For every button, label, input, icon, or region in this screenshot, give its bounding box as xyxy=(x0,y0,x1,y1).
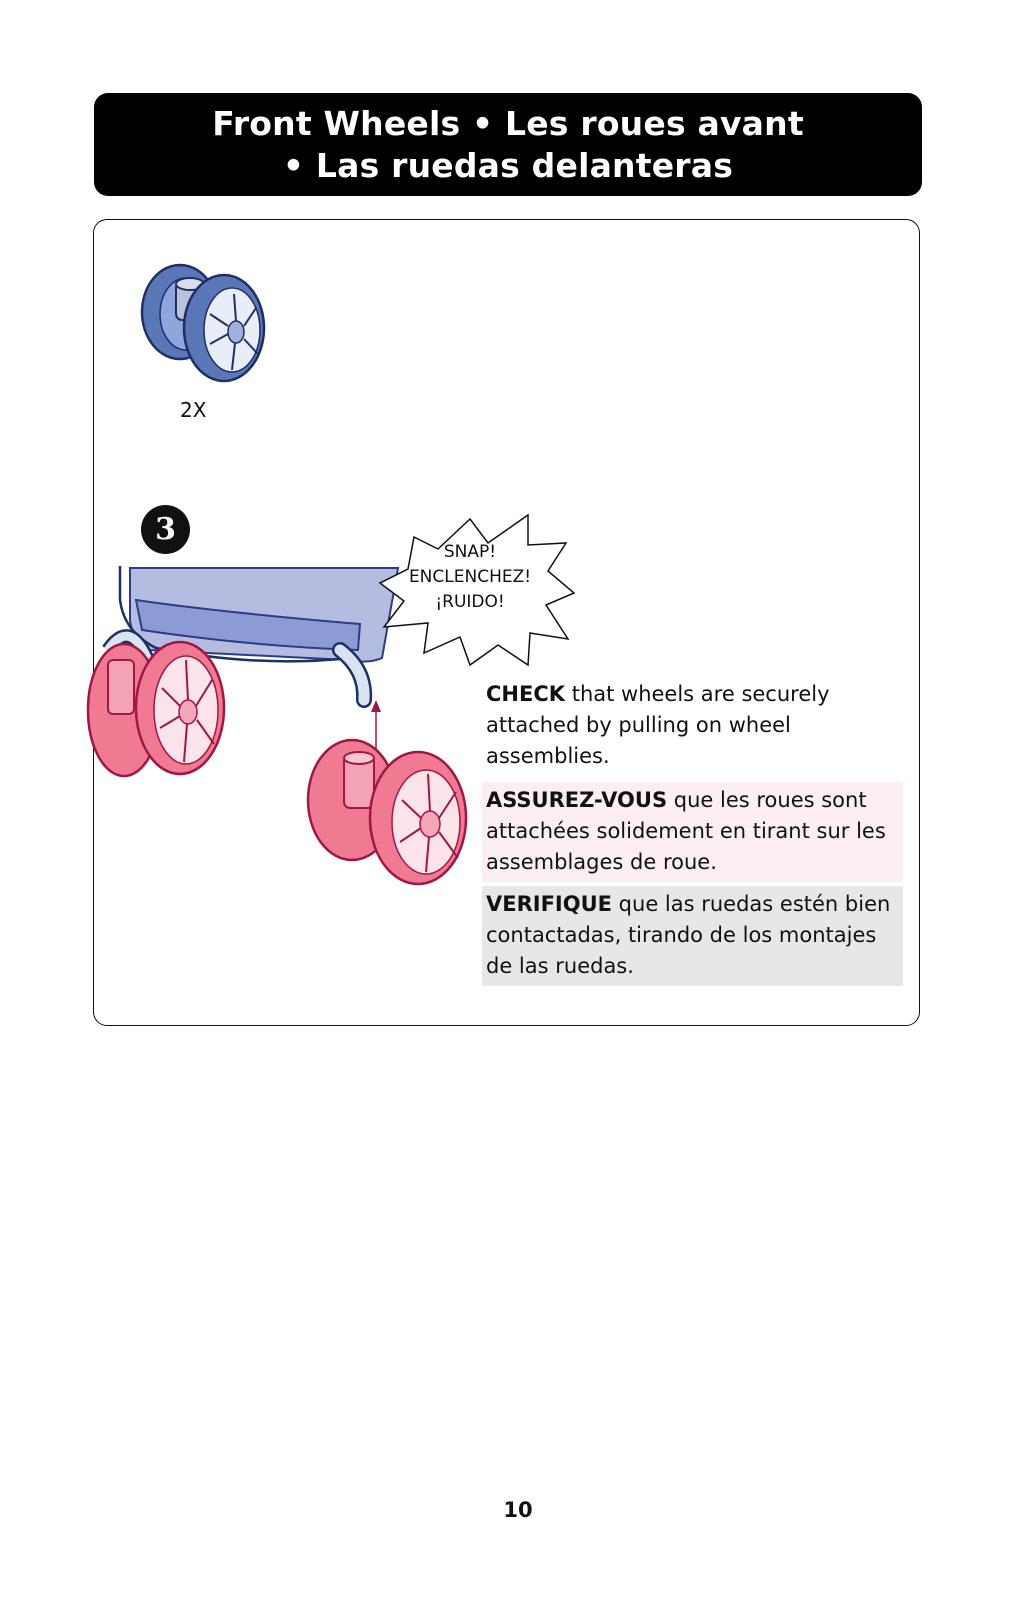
section-title-bar: Front Wheels • Les roues avant • Las rue… xyxy=(94,93,922,196)
instruction-text: that wheels are securely attached by pul… xyxy=(486,682,830,768)
page-number: 10 xyxy=(503,1498,533,1522)
snap-callout-line: ENCLENCHEZ! xyxy=(408,567,532,587)
instruction-keyword: ASSUREZ-VOUS xyxy=(486,788,668,812)
instruction-keyword: CHECK xyxy=(486,682,566,706)
instruction-keyword: VERIFIQUE xyxy=(486,892,612,916)
title-line-2: • Las ruedas delanteras xyxy=(282,145,734,185)
instruction-french: ASSUREZ-VOUS que les roues sont attachée… xyxy=(482,782,903,882)
instruction-text: que las ruedas estén bien contactadas, t… xyxy=(486,892,891,978)
snap-callout-line: SNAP! xyxy=(443,542,497,562)
blue-wheel-assembly-illustration xyxy=(140,263,266,383)
snap-callout-text: SNAP! ENCLENCHEZ! ¡RUIDO! xyxy=(380,540,560,615)
snap-callout-line: ¡RUIDO! xyxy=(435,592,505,612)
instruction-spanish: VERIFIQUE que las ruedas estén bien cont… xyxy=(482,886,903,986)
quantity-label: 2X xyxy=(180,398,207,422)
snap-burst-shape xyxy=(378,513,576,667)
instruction-english: CHECK that wheels are securely attached … xyxy=(482,676,903,776)
stroller-front-wheel-illustration xyxy=(86,566,468,886)
instruction-text: que les roues sont attachées solidement … xyxy=(486,788,886,874)
step-number-badge: 3 xyxy=(141,505,190,554)
title-line-1: Front Wheels • Les roues avant xyxy=(212,103,804,143)
